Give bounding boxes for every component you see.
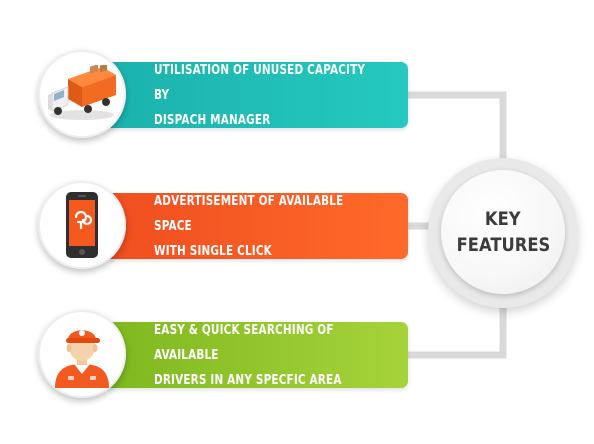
key-features-circle: KEY FEATURES: [441, 170, 565, 294]
feature-bar-capacity: UTILISATION OF UNUSED CAPACITY BY DISPAC…: [108, 62, 408, 128]
truck-icon-circle: [38, 50, 126, 138]
feature-text-searching: EASY & QUICK SEARCHING OF AVAILABLE DRIV…: [154, 321, 342, 388]
phone-icon-circle: [38, 181, 126, 269]
key-features-title-line1: KEY: [485, 208, 521, 230]
feature-text-advertisement: ADVERTISEMENT OF AVAILABLE SPACE WITH SI…: [154, 192, 344, 259]
feature-text-capacity: UTILISATION OF UNUSED CAPACITY BY DISPAC…: [154, 61, 366, 128]
driver-icon-circle: [38, 310, 126, 398]
key-features-title-line2: FEATURES: [456, 234, 550, 256]
smartphone-icon: [66, 192, 98, 258]
feature-bar-advertisement: ADVERTISEMENT OF AVAILABLE SPACE WITH SI…: [108, 193, 408, 259]
feature-bar-searching: EASY & QUICK SEARCHING OF AVAILABLE DRIV…: [108, 322, 408, 388]
delivery-driver-icon: [55, 330, 109, 388]
delivery-truck-icon: [48, 65, 116, 120]
